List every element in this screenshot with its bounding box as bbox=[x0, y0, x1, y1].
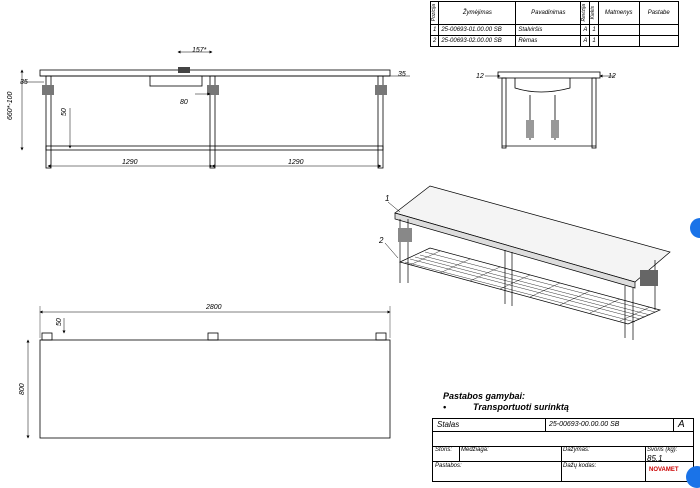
notes-bullet: • bbox=[443, 402, 447, 412]
row-notes bbox=[638, 35, 679, 47]
side-tabletop bbox=[497, 71, 601, 79]
dim-157: 157* bbox=[192, 47, 207, 54]
plan-outline bbox=[39, 339, 391, 439]
title-code: 25-00693-00.00.00 SB bbox=[549, 421, 620, 428]
callout-1: 1 bbox=[385, 194, 389, 203]
medziaga-label: Medžiaga: bbox=[461, 447, 489, 453]
notes-title: Pastabos gamybai: bbox=[443, 391, 526, 401]
front-adjuster-mid bbox=[207, 85, 219, 95]
side-pump-a bbox=[526, 120, 534, 138]
dim-1290-b: 1290 bbox=[288, 159, 304, 166]
notes-item: • Transportuoti surinktą bbox=[443, 402, 569, 412]
dim-80: 80 bbox=[180, 99, 188, 106]
side-leg-left bbox=[501, 77, 507, 149]
title-name: Stalas bbox=[437, 420, 460, 429]
chat-button[interactable] bbox=[686, 466, 700, 488]
dim-right-35: 35 bbox=[398, 71, 406, 78]
side-view bbox=[485, 71, 615, 149]
iso-adjuster bbox=[398, 228, 412, 242]
side-leg-right bbox=[591, 77, 597, 149]
title-block: Stalas 25-00693-00.00.00 SB A Storis: Me… bbox=[432, 418, 694, 482]
front-tabletop bbox=[39, 69, 391, 77]
header-zymejimas: Žymėjimas bbox=[438, 1, 517, 25]
callout-leader-1 bbox=[387, 201, 401, 213]
dim-side-12-b: 12 bbox=[608, 73, 616, 80]
table-row: 2 25-00693-02.00.00 SB Rėmas A 1 bbox=[429, 35, 679, 47]
dim-50: 50 bbox=[61, 108, 68, 116]
dazymas-label: Dažymas: bbox=[563, 447, 590, 453]
production-notes: Pastabos gamybai: • Transportuoti surinkt… bbox=[443, 391, 569, 412]
front-sink bbox=[149, 75, 203, 87]
isometric-view bbox=[384, 185, 671, 340]
parts-table-header: Pozicija Žymėjimas Pavadinimas Revizija … bbox=[429, 1, 679, 25]
novamet-logo: NOVAMET bbox=[649, 467, 679, 473]
row-qty: 1 bbox=[589, 35, 599, 47]
iso-shelf-grid bbox=[404, 250, 656, 323]
table-row: 1 25-00693-01.00.00 SB Stalviršis A 1 bbox=[429, 24, 679, 36]
plan-view bbox=[26, 306, 391, 439]
dim-left-35: 35 bbox=[20, 79, 28, 86]
header-pastabe: Pastabe bbox=[638, 1, 679, 25]
scroll-indicator[interactable] bbox=[690, 218, 700, 238]
pastabos-label: Pastabos: bbox=[435, 463, 462, 469]
plan-leg-right bbox=[375, 332, 387, 341]
front-view bbox=[20, 50, 410, 169]
plan-leg-left bbox=[41, 332, 53, 341]
iso-shelf bbox=[398, 247, 662, 325]
front-adjuster-right bbox=[375, 85, 387, 95]
dim-800: 800 bbox=[19, 383, 26, 395]
dim-660: 660*-100 bbox=[7, 91, 14, 120]
iso-pump bbox=[640, 270, 658, 286]
dim-plan-50: 50 bbox=[56, 318, 63, 326]
front-adjuster-left bbox=[42, 85, 54, 95]
title-revision: A bbox=[678, 419, 685, 430]
row-pos: 2 bbox=[429, 35, 440, 47]
plan-leg-mid bbox=[207, 332, 219, 341]
dazu-kodas-label: Dažų kodas: bbox=[563, 463, 597, 469]
svoris-value: 85.1 bbox=[647, 454, 663, 463]
notes-item-text: Transportuoti surinktą bbox=[473, 402, 569, 412]
header-pavadinimas: Pavadinimas bbox=[515, 1, 582, 25]
callout-leader-2 bbox=[384, 242, 399, 259]
front-faucet bbox=[178, 67, 190, 73]
side-sink bbox=[514, 78, 571, 93]
parts-table: Pozicija Žymėjimas Pavadinimas Revizija … bbox=[429, 1, 679, 47]
front-shelf-rail bbox=[45, 145, 384, 151]
svoris-label: Svoris (kg): bbox=[647, 447, 678, 453]
side-pump-b bbox=[551, 120, 559, 138]
dim-2800: 2800 bbox=[205, 304, 222, 311]
iso-tabletop bbox=[394, 185, 671, 283]
storis-label: Storis: bbox=[435, 447, 453, 453]
iso-tabletop-front bbox=[394, 212, 636, 289]
dim-1290-a: 1290 bbox=[122, 159, 138, 166]
dim-side-12-a: 12 bbox=[476, 73, 484, 80]
callout-2: 2 bbox=[378, 236, 384, 245]
